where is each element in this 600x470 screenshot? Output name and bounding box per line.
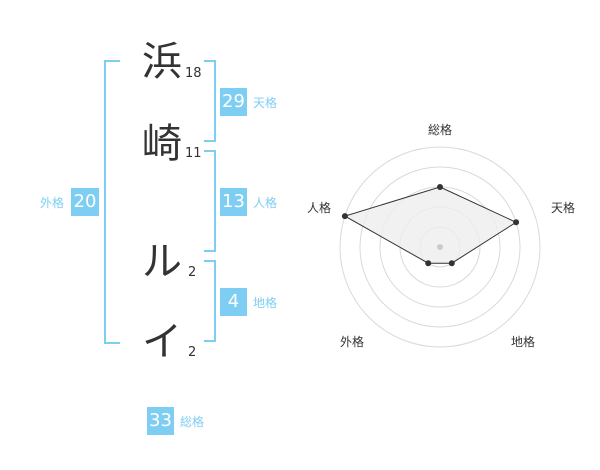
radar-point-3 bbox=[448, 260, 455, 267]
jinkaku-bracket bbox=[204, 150, 216, 252]
stroke-count-1: 18 bbox=[185, 66, 202, 81]
jinkaku-value: 13 bbox=[220, 188, 247, 216]
tenkaku-label: 天格 bbox=[253, 96, 278, 110]
radar-point-4 bbox=[425, 260, 432, 267]
radar-center-dot bbox=[437, 244, 443, 250]
radar-grid-ring-4 bbox=[359, 166, 521, 328]
soukaku-value: 33 bbox=[147, 407, 174, 435]
chikaku-bracket bbox=[204, 260, 216, 342]
radar-point-5 bbox=[341, 213, 348, 220]
gaikaku-label: 外格 bbox=[40, 196, 65, 210]
radar-point-2 bbox=[513, 219, 520, 226]
stroke-count-4: 2 bbox=[188, 345, 197, 360]
radar-label-gaikaku: 外格 bbox=[340, 335, 365, 349]
radar-label-tenkaku: 天格 bbox=[551, 201, 576, 215]
name-char-1: 浜 bbox=[142, 39, 182, 85]
gaikaku-value: 20 bbox=[71, 188, 99, 216]
stroke-count-3: 2 bbox=[188, 265, 197, 280]
chikaku-value: 4 bbox=[220, 288, 247, 316]
name-char-4: イ bbox=[142, 319, 182, 365]
name-char-2: 崎 bbox=[142, 121, 182, 167]
tenkaku-bracket bbox=[204, 60, 216, 142]
chikaku-label: 地格 bbox=[253, 296, 278, 310]
jinkaku-label: 人格 bbox=[253, 196, 278, 210]
name-char-3: ル bbox=[142, 239, 182, 285]
radar-label-jinkaku: 人格 bbox=[307, 201, 332, 215]
radar-point-1 bbox=[437, 184, 443, 190]
radar-grid-ring-5 bbox=[339, 146, 541, 348]
soukaku-label: 総格 bbox=[180, 415, 205, 429]
tenkaku-value: 29 bbox=[220, 88, 247, 116]
radar-polygon bbox=[343, 186, 518, 264]
stroke-count-2: 11 bbox=[185, 146, 202, 161]
radar-label-chikaku: 地格 bbox=[511, 335, 536, 349]
radar-label-soukaku: 総格 bbox=[428, 123, 453, 137]
gaikaku-bracket bbox=[104, 60, 120, 344]
